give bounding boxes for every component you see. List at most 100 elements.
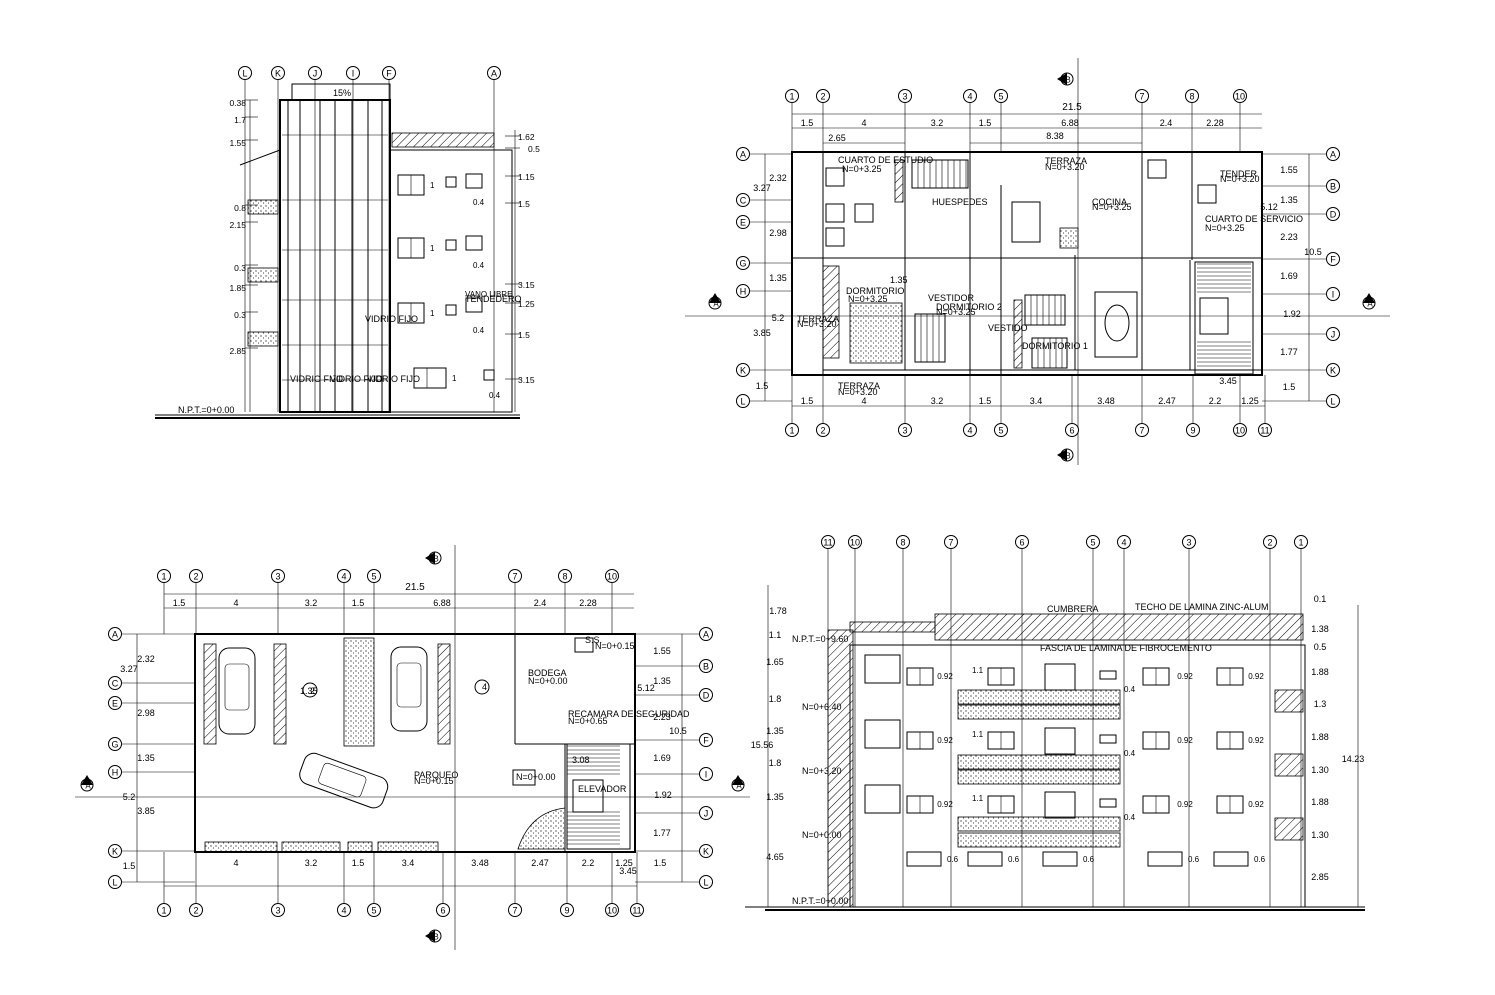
dim-text: 1.65 bbox=[766, 657, 784, 667]
room-label: N=0+3.25 bbox=[1092, 202, 1132, 212]
grid-bubble-circle bbox=[1326, 147, 1340, 161]
grid-bubble-circle bbox=[736, 215, 750, 229]
stair-core bbox=[566, 743, 631, 850]
room-label: N=0+3.25 bbox=[842, 164, 882, 174]
grid-bubble: A bbox=[736, 147, 750, 161]
window-dim: 1 bbox=[430, 181, 435, 190]
vent bbox=[1099, 734, 1117, 744]
grid-bubble: 4 bbox=[963, 423, 977, 437]
bed bbox=[914, 313, 946, 363]
dim-text: 5.2 bbox=[772, 313, 785, 323]
window-tag: 0.4 bbox=[473, 326, 485, 335]
grid-bubble-label: F bbox=[1330, 254, 1336, 264]
grid-bubble-label: K bbox=[1330, 365, 1336, 375]
pillar-strip bbox=[203, 643, 217, 745]
dim-text: 2.85 bbox=[1311, 872, 1329, 882]
grid-bubble-label: B bbox=[703, 661, 709, 671]
grid-bubble: 6 bbox=[1015, 535, 1029, 549]
grid-bubble: D bbox=[1326, 207, 1340, 221]
grid-bubble: 1 bbox=[1294, 535, 1308, 549]
window-dim: 0.4 bbox=[1124, 685, 1136, 694]
grid-bubble: J bbox=[308, 66, 322, 80]
grid-bubble-circle bbox=[699, 733, 713, 747]
grid-bubble: 10 bbox=[848, 535, 862, 549]
small-window bbox=[465, 173, 483, 189]
section-marker-arrow bbox=[1057, 73, 1067, 85]
dim-text: 3.48 bbox=[1097, 396, 1115, 406]
grid-bubble: L bbox=[238, 66, 252, 80]
grid-bubble-circle bbox=[1135, 423, 1149, 437]
dim-text: 5.12 bbox=[1260, 202, 1278, 212]
grid-bubble-label: J bbox=[1331, 329, 1336, 339]
section-marker: A bbox=[80, 775, 94, 792]
room-label: CUARTO DE SERVICIO bbox=[1205, 214, 1303, 224]
grid-bubble: 8 bbox=[1185, 89, 1199, 103]
dim-text: 3.15 bbox=[518, 280, 535, 290]
dim-text: 2.32 bbox=[137, 654, 155, 664]
grid-bubble: F bbox=[382, 66, 396, 80]
grid-bubble-circle bbox=[994, 89, 1008, 103]
dining-table bbox=[1094, 291, 1138, 358]
section-marker-label: B bbox=[433, 555, 438, 564]
dim-text: 3.2 bbox=[931, 118, 944, 128]
grid-bubble-circle bbox=[944, 535, 958, 549]
grid-bubble-label: 6 bbox=[1019, 537, 1024, 547]
grid-bubble-label: 3 bbox=[1186, 537, 1191, 547]
grid-bubble-label: J bbox=[704, 808, 709, 818]
grid-bubble-circle bbox=[898, 89, 912, 103]
dimensions-right: 1.620.51.151.53.151.251.53.15 bbox=[505, 130, 540, 412]
side-opening bbox=[1274, 817, 1304, 841]
window-dim: 0.6 bbox=[1254, 855, 1266, 864]
level-label: N=0+6.40 bbox=[802, 702, 842, 712]
window-dim: 1 bbox=[452, 374, 457, 383]
grid-bubble: H bbox=[108, 765, 122, 779]
grid-bubble-circle bbox=[108, 765, 122, 779]
grid-bubble: 8 bbox=[558, 569, 572, 583]
ventilation-window bbox=[483, 369, 495, 381]
section-marker: B bbox=[1057, 72, 1074, 86]
grid-bubble: K bbox=[271, 66, 285, 80]
roof-parapet bbox=[291, 83, 391, 101]
elevator-shaft bbox=[572, 779, 604, 813]
grid-bubble-label: 11 bbox=[1260, 425, 1269, 435]
window-dim: 1.1 bbox=[972, 730, 984, 739]
grid-bubble: H bbox=[736, 284, 750, 298]
grid-bubble-label: 1 bbox=[789, 425, 794, 435]
dim-text: 10.5 bbox=[1304, 247, 1322, 257]
grid-bubble-label: A bbox=[1330, 149, 1336, 159]
grid-bubble-label: G bbox=[111, 739, 118, 749]
grid-bubble-label: 3 bbox=[902, 91, 907, 101]
dim-text: 0.1 bbox=[1314, 594, 1327, 604]
wall-panel bbox=[864, 719, 901, 749]
grid-bubble-label: F bbox=[386, 68, 392, 78]
vent bbox=[1099, 798, 1117, 808]
grid-bubble-circle bbox=[963, 89, 977, 103]
grid-bubble: A bbox=[1326, 147, 1340, 161]
dim-text: 1.5 bbox=[1283, 382, 1296, 392]
grid-bubble-label: 8 bbox=[900, 537, 905, 547]
room-label: VESTIDO bbox=[988, 323, 1028, 333]
window-dim: 0.92 bbox=[1177, 800, 1193, 809]
table-kitchen bbox=[1011, 201, 1041, 243]
section-marker-arrow bbox=[425, 552, 435, 564]
grid-bubble-circle bbox=[1086, 535, 1100, 549]
grid-bubble-circle bbox=[785, 89, 799, 103]
grid-bubble-circle bbox=[699, 688, 713, 702]
car bbox=[299, 752, 389, 809]
grid-bubble-circle bbox=[157, 903, 171, 917]
grid-bubble-circle bbox=[605, 903, 619, 917]
grid-bubble-label: 6 bbox=[1069, 425, 1074, 435]
dim-text: 1.77 bbox=[653, 828, 671, 838]
window-dim: 0.92 bbox=[1177, 672, 1193, 681]
dim-text: 1.25 bbox=[1241, 396, 1259, 406]
grid-bubble-circle bbox=[605, 569, 619, 583]
dim-text: 4 bbox=[233, 598, 238, 608]
room-label: N=0+3.20 bbox=[838, 387, 878, 397]
dimensions-left: 0.381.71.550.82.150.31.850.32.85 bbox=[229, 98, 258, 412]
grid-bubble-label: K bbox=[275, 68, 281, 78]
grid-bubble: 10 bbox=[605, 569, 619, 583]
grid-bubble-circle bbox=[736, 284, 750, 298]
grid-bubble: 5 bbox=[367, 903, 381, 917]
fixture bbox=[825, 203, 845, 223]
